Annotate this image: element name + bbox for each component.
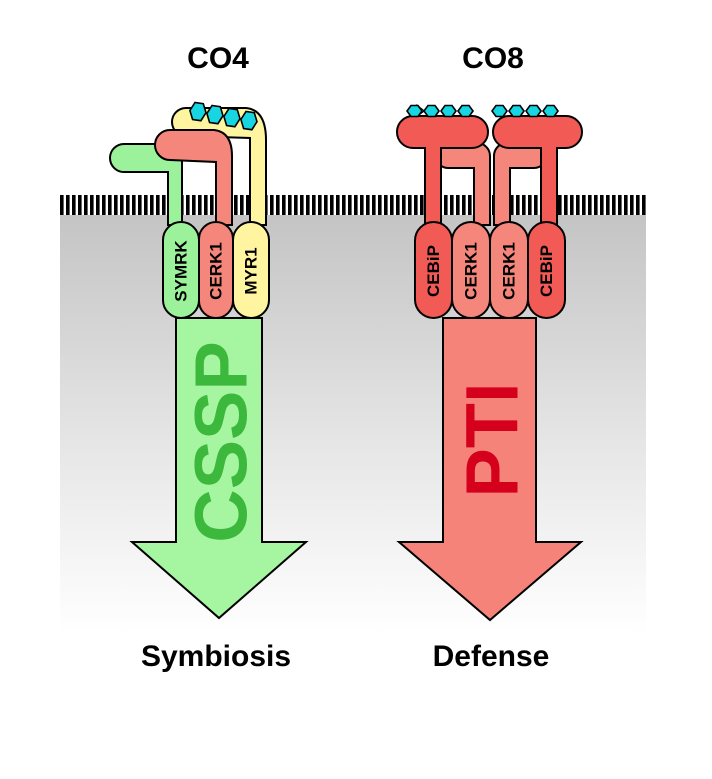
symbiosis-complex: CSSP SYMRK CERK1 MYR1 (109, 101, 309, 620)
co8-ligand (406, 104, 559, 118)
chitin-unit (542, 104, 559, 118)
chitin-unit (491, 104, 508, 118)
chitin-unit (406, 104, 423, 118)
plasma-membrane (60, 195, 646, 215)
chitin-unit (240, 110, 258, 131)
pti-label: PTI (451, 382, 534, 497)
chitin-unit (189, 101, 207, 122)
defense-complex: PTI CEBiP CERK1 CERK1 CEBiP (396, 104, 584, 622)
co4-title: CO4 (187, 42, 249, 75)
cerk1-label: CERK1 (500, 242, 519, 300)
defense-label: Defense (433, 640, 550, 673)
myr1-label: MYR1 (242, 247, 261, 294)
myr1-kinase (232, 221, 270, 319)
cerk1-label: CERK1 (462, 242, 481, 300)
cebip-label: CEBiP (424, 245, 443, 297)
chitin-unit (223, 107, 241, 128)
chitin-unit (423, 104, 440, 118)
chitin-unit (206, 104, 224, 125)
symrk-ectodomain (109, 143, 183, 226)
chitin-unit (525, 104, 542, 118)
chitin-unit (457, 104, 474, 118)
cebip-kinase (527, 221, 566, 319)
cssp-arrow (129, 317, 309, 620)
cerk1-ectodomain (154, 129, 233, 226)
pti-arrow (396, 317, 584, 622)
cebip-label: CEBiP (537, 245, 556, 297)
co8-title: CO8 (462, 42, 524, 75)
co4-ligand (189, 101, 258, 131)
chitin-unit (440, 104, 457, 118)
cssp-label: CSSP (180, 341, 263, 543)
cerk1-label: CERK1 (207, 242, 226, 300)
symrk-label: SYMRK (172, 240, 191, 302)
symbiosis-label: Symbiosis (141, 640, 291, 673)
chitin-unit (508, 104, 525, 118)
